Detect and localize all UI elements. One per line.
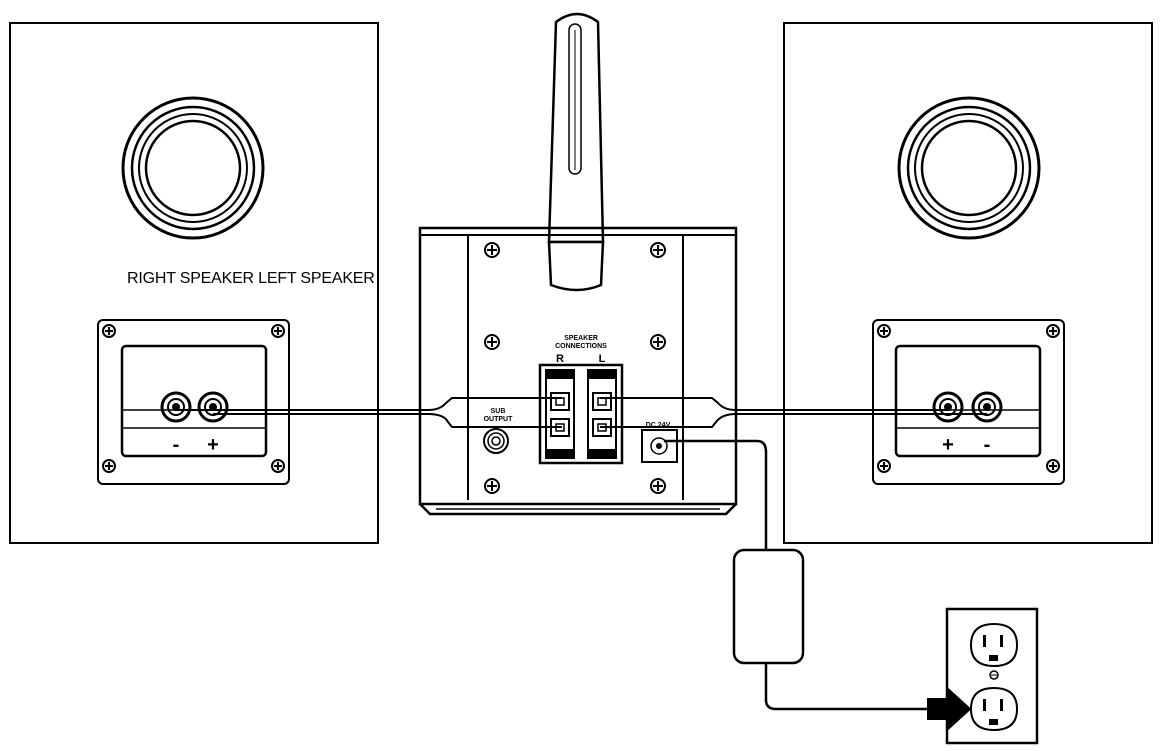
right-speaker-woofer: [121, 96, 265, 240]
screw-icon: [877, 324, 1060, 473]
left-speaker-woofer: [897, 96, 1041, 240]
outlet-screw-icon: [989, 670, 999, 680]
terminal-minus-sign: -: [173, 434, 180, 456]
speaker-connections-label-1: SPEAKER: [564, 335, 598, 342]
outlet-socket-upper: [969, 622, 1019, 668]
speaker-wire-right: [176, 397, 562, 428]
plug-arrow-icon: [927, 686, 972, 732]
speaker-connection-terminals: [538, 363, 624, 465]
outlet-socket-lower: [969, 686, 1019, 732]
sub-output-jack: [483, 428, 509, 454]
antenna-icon: [547, 12, 605, 292]
terminal-plus-sign: +: [942, 434, 954, 456]
speaker-wire-left: [600, 397, 987, 428]
wall-outlet: [945, 607, 1039, 745]
dc-power-jack: [641, 429, 678, 463]
screw-icon: [102, 324, 285, 473]
terminal-minus-sign: -: [984, 434, 991, 456]
sub-output-label-1: SUB: [491, 408, 506, 415]
terminal-plus-sign: +: [207, 434, 219, 456]
dc-input-label: DC 24V: [646, 422, 671, 429]
speaker-caption: RIGHT SPEAKER LEFT SPEAKER: [127, 270, 375, 287]
channel-l-label: L: [599, 353, 606, 365]
power-adapter: [732, 548, 805, 665]
binding-post-icon: [160, 391, 229, 423]
binding-post-icon: [932, 391, 1003, 423]
left-speaker-cabinet: [783, 22, 1153, 544]
right-speaker-terminal-plate: [97, 319, 290, 485]
sub-output-label-2: OUTPUT: [484, 416, 514, 423]
amplifier-unit: [418, 226, 738, 516]
screw-icon: [484, 242, 666, 494]
left-speaker-terminal-plate: [872, 319, 1065, 485]
channel-r-label: R: [556, 353, 564, 365]
right-speaker-cabinet: [9, 22, 379, 544]
power-cable: [664, 439, 972, 732]
speaker-connections-label-2: CONNECTIONS: [555, 343, 607, 350]
